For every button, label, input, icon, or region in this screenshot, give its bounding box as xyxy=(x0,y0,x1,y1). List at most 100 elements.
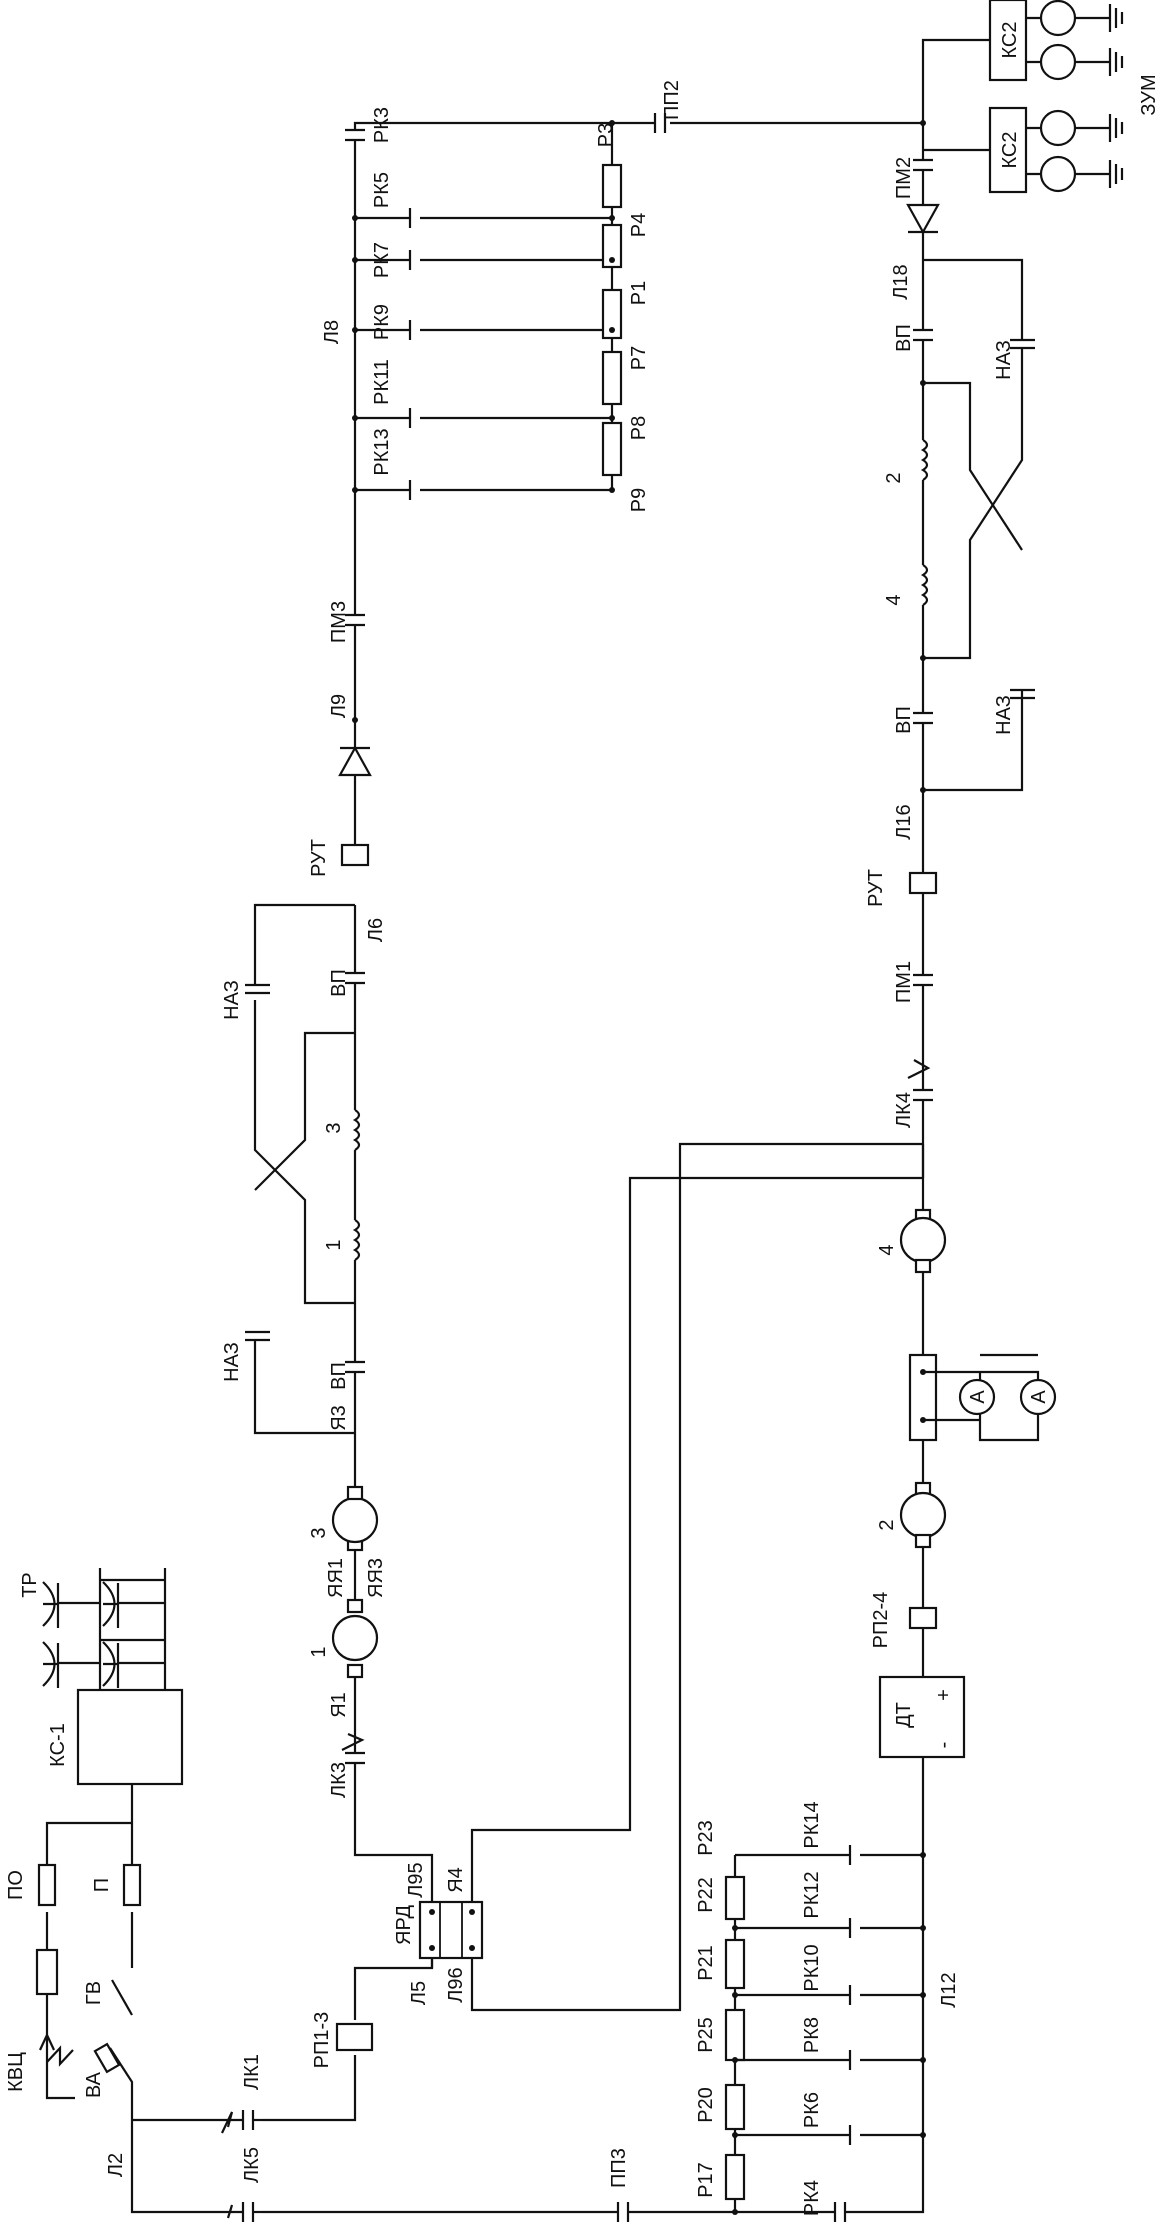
tr-horns xyxy=(42,1581,120,1688)
right-traction-column xyxy=(906,38,990,1178)
label-rk10: РК10 xyxy=(801,1944,823,1991)
label-dt-minus: - xyxy=(933,1742,955,1749)
label-ya3: Я3 xyxy=(328,1405,350,1431)
label-p4: Р4 xyxy=(628,213,650,237)
label-coil2: 2 xyxy=(883,472,905,483)
label-rk6: РК6 xyxy=(801,2092,823,2128)
label-p: П xyxy=(91,1878,113,1892)
label-l16: Л16 xyxy=(893,804,915,839)
rk-ladder-lower xyxy=(724,1845,926,2215)
label-p20: Р20 xyxy=(695,2087,717,2123)
label-ya4: Я4 xyxy=(445,1867,467,1893)
label-l12: Л12 xyxy=(938,1972,960,2007)
gv-switch xyxy=(111,1823,142,2016)
ks1-unit xyxy=(58,1568,184,1823)
po-fuse xyxy=(35,1821,132,2035)
label-pm1: ПМ1 xyxy=(893,961,915,1003)
label-pp2: ПП2 xyxy=(661,80,683,120)
label-p17: Р17 xyxy=(695,2162,717,2198)
label-l5: Л5 xyxy=(408,1981,430,2005)
label-rut-r: РУТ xyxy=(865,869,887,907)
label-vp-r2: ВП xyxy=(893,706,915,734)
label-naz-r1: НАЗ xyxy=(993,340,1015,380)
label-motor4: 4 xyxy=(876,1244,898,1255)
label-rk3: РК3 xyxy=(371,107,393,143)
label-p9: Р9 xyxy=(628,488,650,512)
rk-ladder-upper xyxy=(352,208,612,723)
va-breaker xyxy=(93,2042,134,2120)
label-lk1: ЛК1 xyxy=(241,2054,263,2090)
label-coil1: 1 xyxy=(323,1239,345,1250)
rp13-coil xyxy=(335,2022,374,2052)
label-vp-l1: ВП xyxy=(328,1362,350,1390)
label-pm3: ПМ3 xyxy=(328,601,350,643)
label-kvc: КВЦ xyxy=(5,2052,27,2092)
label-rut-l: РУТ xyxy=(308,839,330,877)
label-p25: Р25 xyxy=(695,2017,717,2053)
label-a-1: А xyxy=(967,1390,989,1404)
label-naz-r2: НАЗ xyxy=(993,695,1015,735)
label-vp-r1: ВП xyxy=(893,324,915,352)
right-motors xyxy=(878,1178,1057,1855)
label-rk8: РК8 xyxy=(801,2017,823,2053)
label-lk3: ЛК3 xyxy=(328,1762,350,1798)
label-tr: ТР xyxy=(19,1572,41,1598)
label-l18: Л18 xyxy=(890,264,912,299)
label-a-2: А xyxy=(1028,1390,1050,1404)
label-rk11: РК11 xyxy=(371,359,393,405)
label-yard: ЯРД xyxy=(393,1905,415,1945)
label-ya1: Я1 xyxy=(328,1692,350,1718)
pp3-contact xyxy=(616,2202,630,2222)
label-rk12: РК12 xyxy=(801,1871,823,1918)
label-dt-plus: + xyxy=(933,1689,955,1701)
label-naz-l2: НАЗ xyxy=(221,980,243,1020)
ks2-units xyxy=(923,0,1124,194)
label-rk7: РК7 xyxy=(371,242,393,278)
label-rp13: РП1-3 xyxy=(311,2012,333,2069)
label-l9: Л9 xyxy=(328,694,350,718)
label-p21: Р21 xyxy=(695,1945,717,1981)
upper-resistor-chain xyxy=(410,113,923,493)
label-lk5: ЛК5 xyxy=(241,2147,263,2183)
label-p8: Р8 xyxy=(628,416,650,440)
label-yaya3: ЯЯ3 xyxy=(365,1558,387,1598)
label-va: ВА xyxy=(83,2071,105,2098)
label-rk13: РК13 xyxy=(371,428,393,475)
label-zum: ЗУМ xyxy=(1138,74,1160,115)
label-motor3: 3 xyxy=(308,1527,330,1538)
label-p23: Р23 xyxy=(695,1820,717,1856)
label-gv: ГВ xyxy=(83,1981,105,2005)
yard-block xyxy=(353,1142,923,2012)
label-p1: Р1 xyxy=(628,281,650,305)
label-po: ПО xyxy=(5,1870,27,1900)
label-pp3: ПП3 xyxy=(608,2148,630,2188)
label-dt: ДТ xyxy=(893,1702,915,1728)
label-l95: Л95 xyxy=(405,1862,427,1897)
label-l2: Л2 xyxy=(105,2153,127,2177)
label-yaya1: ЯЯ1 xyxy=(325,1558,347,1598)
label-motor1: 1 xyxy=(308,1646,330,1657)
label-ks2-top: КС2 xyxy=(999,22,1021,59)
lower-feed-wiring xyxy=(130,1855,925,2214)
label-ks1: КС-1 xyxy=(47,1723,69,1767)
label-p22: Р22 xyxy=(695,1877,717,1913)
label-rp24: РП2-4 xyxy=(870,1592,892,1649)
left-naz-crosslink xyxy=(245,903,355,1435)
label-rk14: РК14 xyxy=(801,1801,823,1848)
label-rk4: РК4 xyxy=(801,2180,823,2216)
label-rk9: РК9 xyxy=(371,304,393,340)
label-pm2: ПМ2 xyxy=(893,157,915,199)
label-l8: Л8 xyxy=(321,320,343,344)
label-lk4: ЛК4 xyxy=(893,1092,915,1128)
right-naz-crosslink xyxy=(923,258,1035,792)
label-coil4: 4 xyxy=(883,594,905,605)
labels-layer: КВЦ Л2 ВА ГВ ПО П КС-1 ТР ЛК5 ЛК1 РП1-3 … xyxy=(5,22,1160,2217)
label-l96: Л96 xyxy=(445,1967,467,2002)
label-l6: Л6 xyxy=(365,918,387,942)
label-motor2: 2 xyxy=(876,1519,898,1530)
lk5-contact xyxy=(226,2202,262,2222)
lk1-contact xyxy=(221,2110,262,2134)
label-ks2-bottom: КС2 xyxy=(999,132,1021,169)
label-coil3: 3 xyxy=(323,1122,345,1133)
